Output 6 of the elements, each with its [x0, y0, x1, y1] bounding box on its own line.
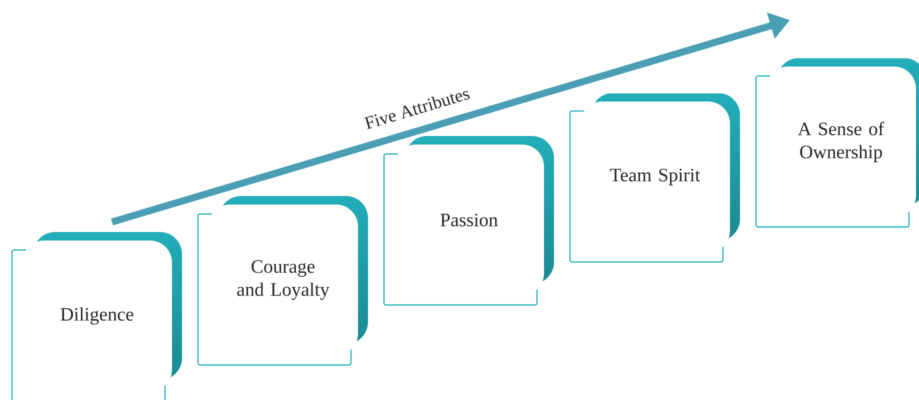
- card: Courage and Loyalty: [197, 196, 368, 366]
- card: Diligence: [11, 232, 182, 400]
- card: Passion: [383, 136, 554, 306]
- card: A Sense of Ownership: [755, 58, 919, 228]
- card: Team Spirit: [569, 93, 740, 263]
- arrow-label: Five Attributes: [364, 90, 470, 130]
